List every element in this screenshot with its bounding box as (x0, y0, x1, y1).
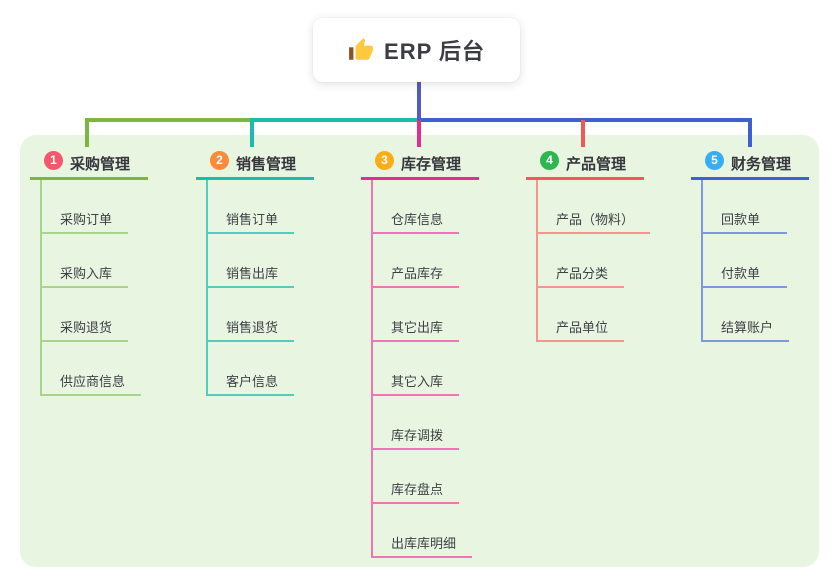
child-item-underline (371, 448, 459, 450)
child-item-underline (40, 232, 128, 234)
branch-drop-connector (85, 120, 89, 147)
branch-title[interactable]: 库存管理 (401, 156, 462, 173)
branch-drop-connector (748, 120, 752, 147)
branch-drop-connector (417, 120, 421, 147)
child-item-underline (701, 232, 787, 234)
branch-title-underline (361, 177, 479, 180)
child-item-underline (40, 340, 128, 342)
child-item-label[interactable]: 销售订单 (226, 212, 279, 227)
child-item-label[interactable]: 仓库信息 (391, 212, 444, 227)
branch-title-underline (30, 177, 148, 180)
child-item-label[interactable]: 出库库明细 (391, 536, 457, 551)
branch-number-badge: 1 (44, 151, 63, 170)
child-item-underline (371, 394, 459, 396)
branch-number-badge: 4 (540, 151, 559, 170)
child-item-underline (371, 556, 472, 558)
branch-title[interactable]: 财务管理 (731, 156, 792, 173)
root-node[interactable]: ERP 后台 (313, 18, 520, 82)
child-item-underline (206, 286, 294, 288)
connector-bus-segment (85, 118, 252, 122)
child-item-underline (701, 340, 789, 342)
branch-child-trunk (40, 180, 42, 396)
branch-child-trunk (536, 180, 538, 342)
child-item-label[interactable]: 库存调拨 (391, 428, 444, 443)
child-item-label[interactable]: 供应商信息 (60, 374, 126, 389)
child-item-underline (206, 394, 294, 396)
child-item-underline (536, 232, 650, 234)
branch-child-trunk (701, 180, 703, 342)
branch-title[interactable]: 销售管理 (236, 156, 297, 173)
branch-child-trunk (206, 180, 208, 396)
child-item-label[interactable]: 库存盘点 (391, 482, 444, 497)
connector-bus-segment (250, 118, 419, 122)
root-connector (417, 80, 421, 120)
child-item-underline (371, 232, 459, 234)
child-item-underline (206, 232, 294, 234)
branches-panel (20, 135, 819, 567)
child-item-label[interactable]: 产品（物料） (556, 212, 635, 227)
child-item-underline (371, 502, 459, 504)
child-item-label[interactable]: 产品库存 (391, 266, 444, 281)
child-item-underline (40, 394, 141, 396)
child-item-label[interactable]: 销售退货 (226, 320, 279, 335)
branch-number-badge: 3 (375, 151, 394, 170)
child-item-label[interactable]: 采购订单 (60, 212, 113, 227)
child-item-label[interactable]: 回款单 (721, 212, 761, 227)
child-item-label[interactable]: 采购入库 (60, 266, 113, 281)
child-item-label[interactable]: 采购退货 (60, 320, 113, 335)
child-item-label[interactable]: 产品分类 (556, 266, 609, 281)
branch-title-underline (526, 177, 644, 180)
child-item-label[interactable]: 客户信息 (226, 374, 279, 389)
child-item-underline (206, 340, 294, 342)
child-item-underline (536, 340, 624, 342)
thumbs-up-icon (348, 37, 374, 63)
branch-title-underline (691, 177, 809, 180)
branch-title-underline (196, 177, 314, 180)
child-item-label[interactable]: 付款单 (721, 266, 761, 281)
root-node-label: ERP 后台 (384, 39, 485, 64)
child-item-label[interactable]: 产品单位 (556, 320, 609, 335)
child-item-label[interactable]: 销售出库 (226, 266, 279, 281)
child-item-underline (371, 286, 459, 288)
branch-title[interactable]: 产品管理 (566, 156, 627, 173)
child-item-label[interactable]: 其它入库 (391, 374, 444, 389)
branch-drop-connector (250, 120, 254, 147)
branch-number-badge: 5 (705, 151, 724, 170)
branch-drop-connector (581, 120, 585, 147)
child-item-underline (40, 286, 128, 288)
child-item-underline (371, 340, 459, 342)
branch-child-trunk (371, 180, 373, 558)
branch-number-badge: 2 (210, 151, 229, 170)
child-item-label[interactable]: 结算账户 (721, 320, 774, 335)
child-item-label[interactable]: 其它出库 (391, 320, 444, 335)
branch-title[interactable]: 采购管理 (70, 156, 131, 173)
child-item-underline (536, 286, 624, 288)
child-item-underline (701, 286, 787, 288)
